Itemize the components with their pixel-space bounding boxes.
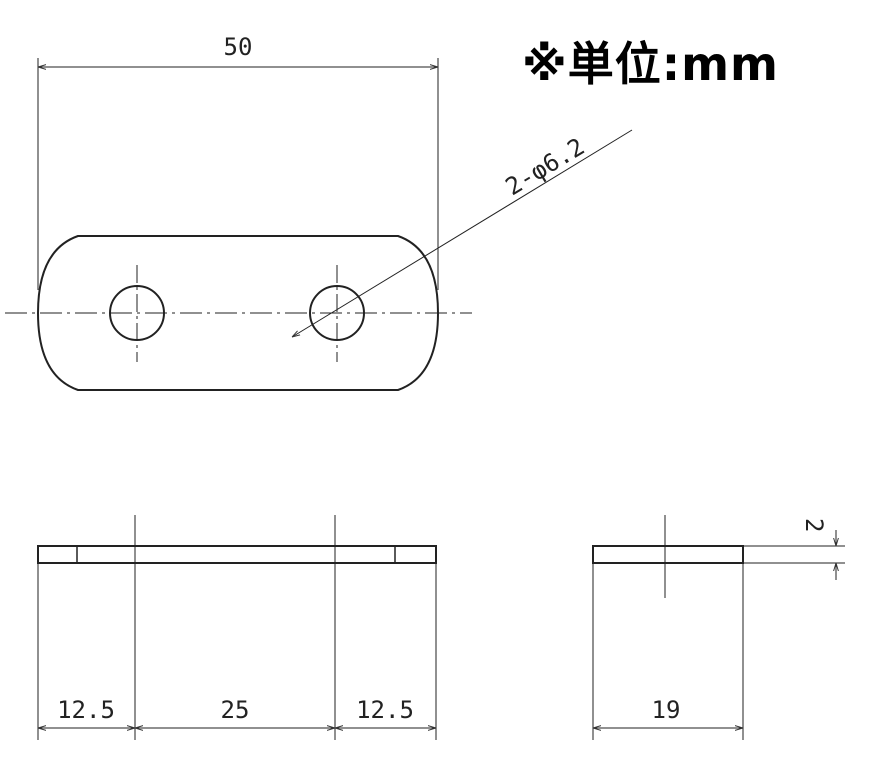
plate-side <box>37 545 437 564</box>
hole-leader-line <box>292 129 633 337</box>
front-view: 12.5 25 12.5 <box>37 515 437 740</box>
hole-callout-label: 2-φ6.2 <box>501 132 590 201</box>
dimension-label-12-5-right: 12.5 <box>356 696 414 724</box>
dimension-label-19: 19 <box>652 696 681 724</box>
dimension-label-12-5-left: 12.5 <box>57 696 115 724</box>
unit-note: ※単位:mm <box>522 37 779 91</box>
dimension-label-2: 2 <box>800 518 828 532</box>
side-view: 2 19 <box>592 515 845 740</box>
top-view: 50 2-φ6.2 <box>5 33 633 391</box>
dimension-label-25: 25 <box>221 696 250 724</box>
plate-end <box>592 545 744 564</box>
dimension-label-50: 50 <box>224 33 253 61</box>
plate-outline <box>36 235 440 391</box>
